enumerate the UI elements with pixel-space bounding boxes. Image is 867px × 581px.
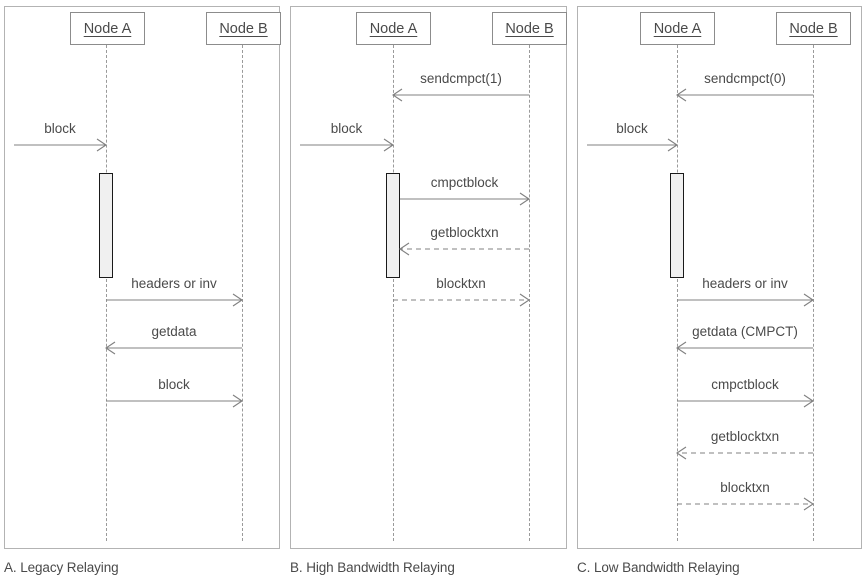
panel-a	[4, 6, 280, 549]
panel-a-message-label-1: headers or inv	[131, 276, 217, 291]
panel-b-node-a-box[interactable]: Node A	[356, 12, 431, 45]
panel-c-node-a-box[interactable]: Node A	[640, 12, 715, 45]
panel-c-lifeline-node-b	[813, 45, 814, 541]
panel-c-message-label-2: headers or inv	[702, 276, 788, 291]
panel-c-node-b-label: Node B	[789, 20, 838, 37]
panel-b	[290, 6, 567, 549]
panel-a-activation-bar-node-a	[99, 173, 113, 278]
panel-b-message-label-2: cmpctblock	[430, 175, 499, 190]
panel-b-lifeline-node-a	[393, 45, 394, 541]
panel-c-node-b-box[interactable]: Node B	[776, 12, 851, 45]
panel-c-message-label-6: blocktxn	[720, 480, 770, 495]
panel-b-message-label-1: block	[330, 121, 363, 136]
panel-a-message-label-3: block	[158, 377, 190, 392]
panel-a-message-label-2: getdata	[151, 324, 197, 339]
panel-c-activation-bar-node-a	[670, 173, 684, 278]
panel-a-message-label-0: block	[44, 121, 76, 136]
panel-c	[577, 6, 862, 549]
panel-b-node-b-label: Node B	[505, 20, 554, 37]
panel-a-lifeline-node-b	[242, 45, 243, 541]
panel-a-node-b-label: Node B	[219, 20, 268, 37]
panel-a-node-b-box[interactable]: Node B	[206, 12, 281, 45]
panel-b-caption: B. High Bandwidth Relaying	[290, 560, 455, 575]
panel-b-activation-bar-node-a	[386, 173, 400, 278]
panel-b-message-label-0: sendcmpct(1)	[420, 71, 502, 86]
panel-c-message-label-5: getblocktxn	[710, 429, 780, 444]
panel-a-node-a-box[interactable]: Node A	[70, 12, 145, 45]
panel-b-node-a-label: Node A	[369, 20, 418, 37]
panel-a-node-a-label: Node A	[83, 20, 132, 37]
panel-c-message-label-1: block	[616, 121, 648, 136]
panel-b-message-label-3: getblocktxn	[430, 225, 499, 240]
panel-a-lifeline-node-a	[106, 45, 107, 541]
panel-c-node-a-label: Node A	[653, 20, 702, 37]
panel-c-message-label-3: getdata (CMPCT)	[692, 324, 798, 339]
panel-c-message-label-0: sendcmpct(0)	[704, 71, 786, 86]
panel-a-caption: A. Legacy Relaying	[4, 560, 119, 575]
panel-c-message-label-4: cmpctblock	[711, 377, 779, 392]
panel-b-message-label-4: blocktxn	[436, 276, 486, 291]
panel-c-caption: C. Low Bandwidth Relaying	[577, 560, 740, 575]
panel-c-lifeline-node-a	[677, 45, 678, 541]
panel-b-lifeline-node-b	[529, 45, 530, 541]
panel-b-node-b-box[interactable]: Node B	[492, 12, 567, 45]
